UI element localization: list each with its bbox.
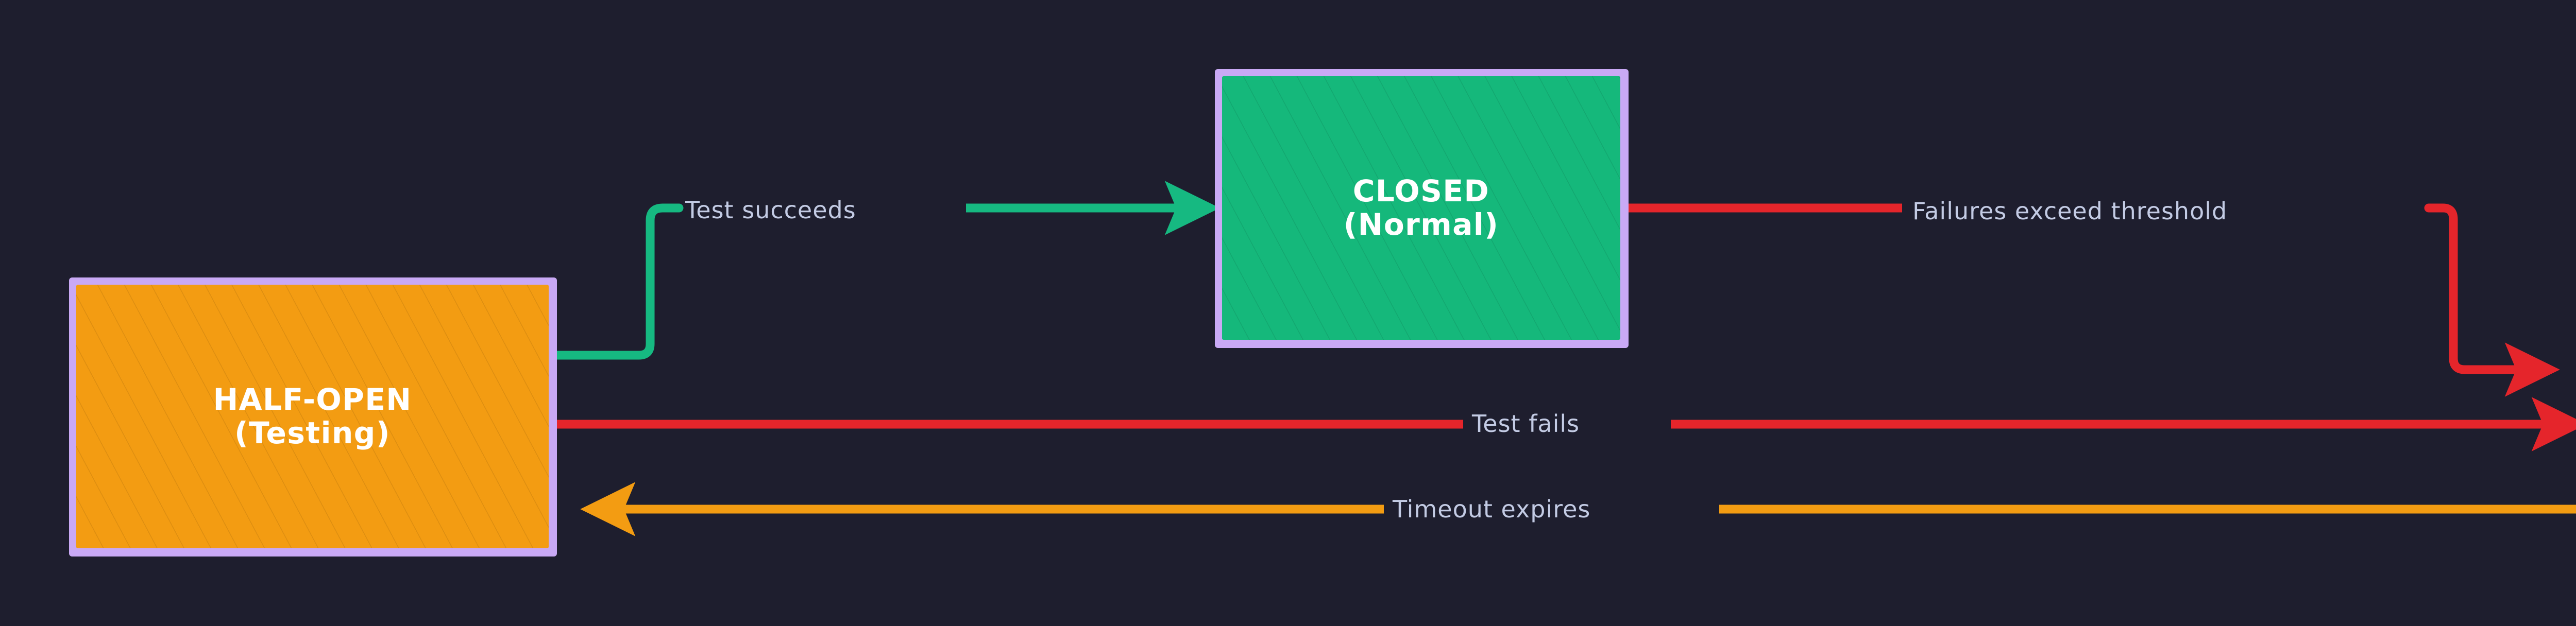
state-node-closed[interactable]: CLOSED (Normal) xyxy=(1215,69,1629,348)
node-label-half-open: HALF-OPEN (Testing) xyxy=(76,285,549,548)
node-face-half-open xyxy=(76,285,549,548)
node-hatch-texture xyxy=(1222,76,1620,340)
node-label-line1: HALF-OPEN xyxy=(213,382,412,418)
node-hatch-texture xyxy=(76,285,549,548)
edge-label-test-fails: Test fails xyxy=(1472,410,1580,438)
node-label-closed: CLOSED (Normal) xyxy=(1222,76,1620,340)
edge-label-timeout-expires: Timeout expires xyxy=(1393,495,1591,523)
node-label-line1: CLOSED xyxy=(1352,173,1490,209)
node-label-line2: (Normal) xyxy=(1343,207,1499,242)
edge-label-test-succeeds: Test succeeds xyxy=(685,196,856,224)
edge-label-failures-exceed-threshold: Failures exceed threshold xyxy=(1912,197,2228,225)
state-node-half-open[interactable]: HALF-OPEN (Testing) xyxy=(69,277,557,557)
edge-path-test-succeeds xyxy=(546,203,684,360)
edge-path-failures xyxy=(2424,203,2560,397)
node-label-line2: (Testing) xyxy=(234,415,391,450)
node-face-closed xyxy=(1222,76,1620,340)
